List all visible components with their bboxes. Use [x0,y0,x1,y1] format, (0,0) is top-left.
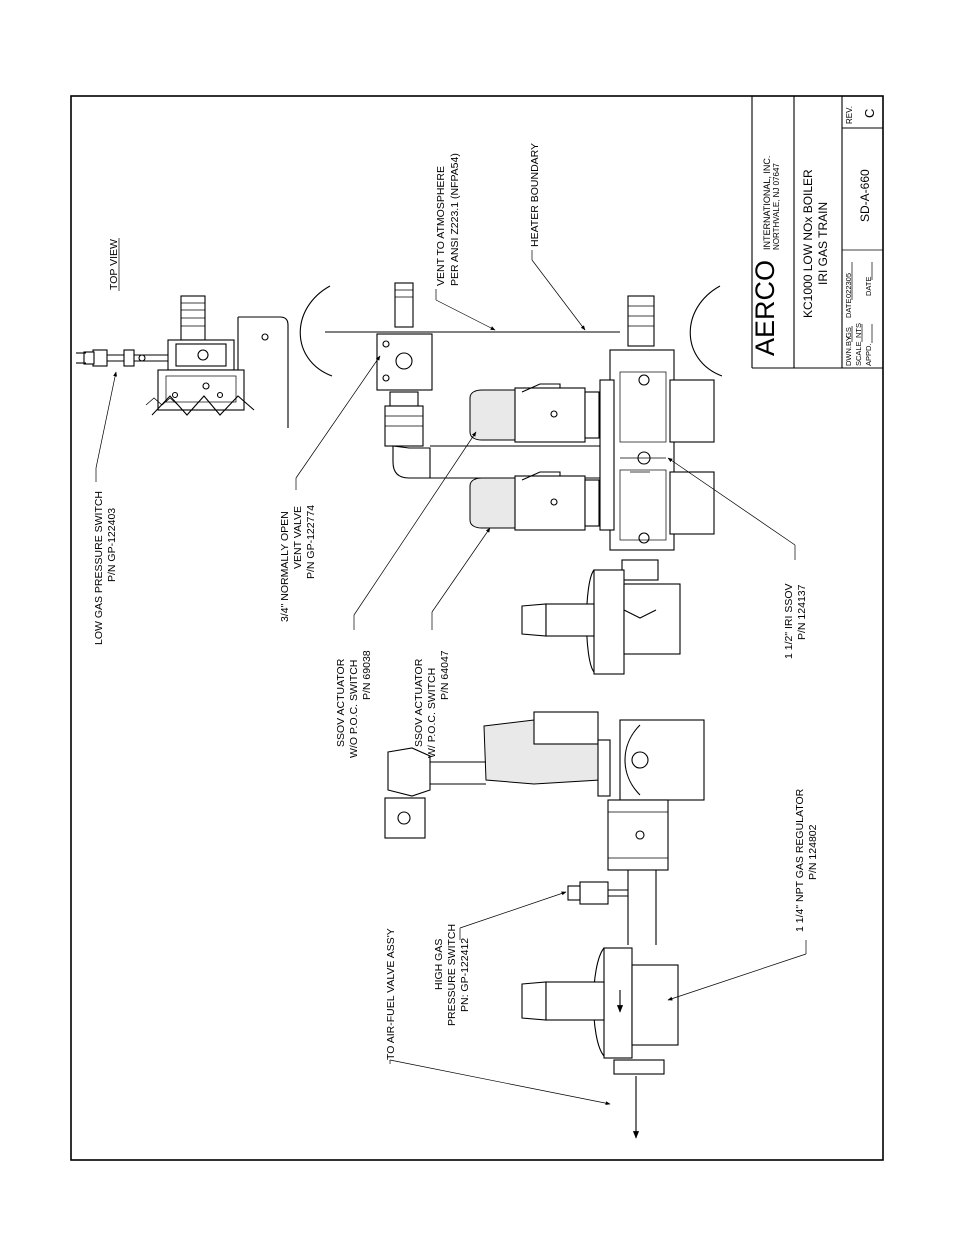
svg-text:P/N 69038: P/N 69038 [361,650,373,700]
callout-heater-boundary: HEATER BOUNDARY [529,143,586,331]
ssov-actuator-upper [469,383,600,443]
svg-text:PRESSURE SWITCH: PRESSURE SWITCH [446,924,458,1026]
iri-ssov-valve [599,295,715,551]
callout-ssov-wo-poc: SSOV ACTUATOR W/O P.O.C. SWITCH P/N 6903… [335,431,477,758]
svg-text:P/N 124137: P/N 124137 [796,584,808,640]
title-block: AERCO INTERNATIONAL, INC. NORTHVALE, NJ … [750,96,883,369]
top-view-label: TOP VIEW [108,239,120,290]
drawing-title-line2: IRI GAS TRAIN [816,202,830,285]
callout-vent-valve: 3/4" NORMALLY OPEN VENT VALVE P/N GP-122… [279,355,381,622]
final-regulator [521,947,679,1139]
ssov-actuator-lower [469,471,600,531]
svg-text:W/O P.O.C. SWITCH: W/O P.O.C. SWITCH [348,660,360,758]
callout-vent-atmosphere: VENT TO ATMOSPHERE PER ANSI Z223.1 (NFPA… [435,153,496,331]
callout-gas-regulator: 1 1/4" NPT GAS REGULATOR P/N 124802 [667,788,819,1001]
svg-text:P/N 124802: P/N 124802 [807,824,819,880]
callout-air-fuel: TO AIR-FUEL VALVE ASS'Y [385,928,611,1106]
top-view-drawing: TOP VIEW [76,238,289,428]
date-value: 022305 [844,273,853,298]
callout-iri-ssov: 1 1/2" IRI SSOV P/N 124137 [667,457,808,659]
approved-date-label: DATE [864,277,873,296]
svg-text:P/N GP-122774: P/N GP-122774 [305,505,317,579]
regulator-upper [521,559,681,675]
svg-text:LOW GAS PRESSURE SWITCH: LOW GAS PRESSURE SWITCH [93,491,105,645]
approved-label: APPD. [864,343,873,366]
svg-text:VENT TO ATMOSPHERE: VENT TO ATMOSPHERE [435,166,447,286]
company-name-line1: INTERNATIONAL, INC. [762,156,772,250]
high-gas-pressure-switch [567,881,628,905]
svg-text:SSOV ACTUATOR: SSOV ACTUATOR [335,658,347,747]
date-label: DATE [844,299,853,318]
revision-value: C [862,109,877,118]
drawn-by-value: GS [844,327,853,338]
svg-text:1 1/4" NPT GAS REGULATOR: 1 1/4" NPT GAS REGULATOR [794,788,806,932]
callout-low-gas-switch: LOW GAS PRESSURE SWITCH P/N GP-122403 [93,371,118,645]
svg-text:TO AIR-FUEL VALVE ASS'Y: TO AIR-FUEL VALVE ASS'Y [385,928,397,1060]
drawing-number: SD-A-660 [858,169,872,222]
svg-text:3/4" NORMALLY OPEN: 3/4" NORMALLY OPEN [279,511,291,622]
gas-regulator-lower [607,719,705,945]
svg-text:HEATER BOUNDARY: HEATER BOUNDARY [529,143,541,247]
company-name-line2: NORTHVALE, NJ 07647 [772,163,781,250]
svg-text:PER ANSI Z223.1 (NFPA54): PER ANSI Z223.1 (NFPA54) [449,153,461,286]
svg-text:1 1/2" IRI SSOV: 1 1/2" IRI SSOV [783,583,795,659]
blower-housing [384,711,611,839]
scale-value: NTS [854,323,863,338]
callout-ssov-w-poc: SSOV ACTUATOR W/ P.O.C. SWITCH P/N 64047 [413,527,491,758]
drawing-border [70,95,884,1161]
svg-text:VENT VALVE: VENT VALVE [292,506,304,569]
svg-text:P/N 64047: P/N 64047 [439,650,451,700]
scale-label: SCALE [854,341,863,366]
drawn-by-label: DWN.BY [844,336,853,366]
svg-text:PN: GP-122412: PN: GP-122412 [459,938,471,1012]
revision-label: REV. [845,106,854,124]
svg-text:HIGH GAS: HIGH GAS [433,939,445,990]
company-logo: AERCO [750,260,780,356]
vent-valve [376,282,615,479]
svg-text:W/ P.O.C. SWITCH: W/ P.O.C. SWITCH [426,668,438,758]
heater-boundary [299,285,723,377]
callout-high-gas-switch: HIGH GAS PRESSURE SWITCH PN: GP-122412 [433,891,567,1026]
svg-text:SSOV ACTUATOR: SSOV ACTUATOR [413,658,425,747]
svg-text:P/N GP-122403: P/N GP-122403 [106,508,118,582]
drawing-title-line1: KC1000 LOW NOx BOILER [801,169,815,318]
